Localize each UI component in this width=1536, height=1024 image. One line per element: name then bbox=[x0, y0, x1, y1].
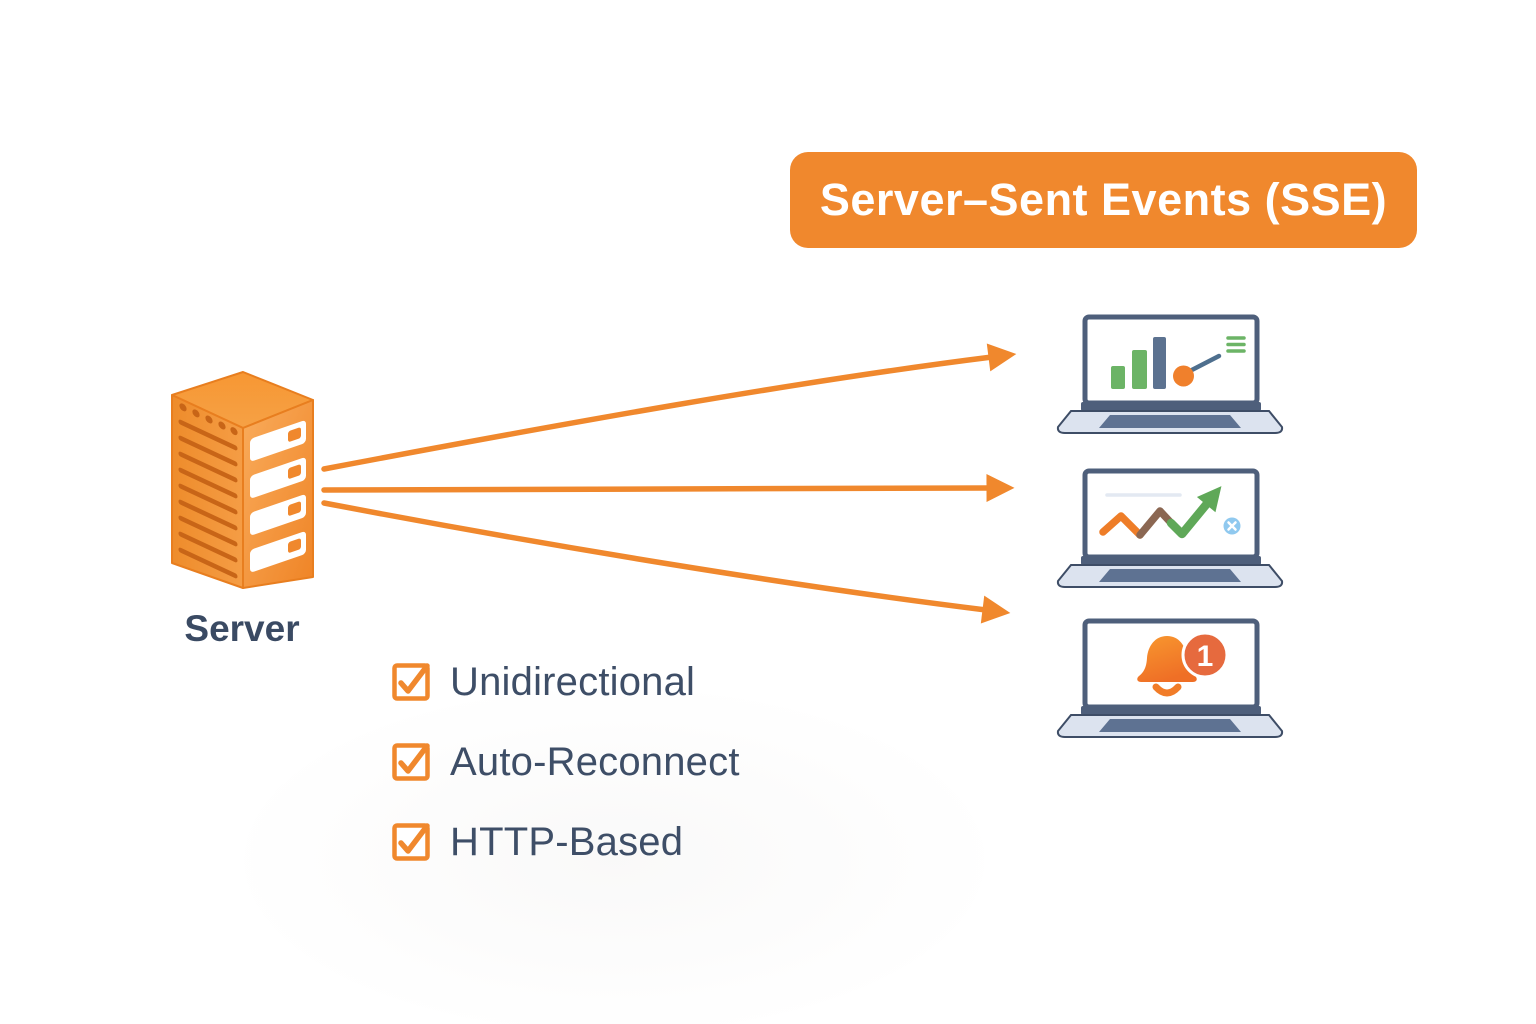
client-laptop-analytics bbox=[1056, 314, 1284, 434]
checked-checkbox-icon bbox=[392, 663, 430, 701]
bar-chart-icon bbox=[1111, 337, 1166, 389]
server-drive-slots bbox=[250, 420, 306, 572]
laptop-keyboard bbox=[1099, 415, 1241, 428]
close-circle-icon bbox=[1223, 517, 1241, 535]
title-banner: Server–Sent Events (SSE) bbox=[790, 152, 1417, 248]
client-laptop-trend bbox=[1056, 468, 1284, 588]
gauge-needle-icon bbox=[1173, 353, 1222, 387]
bell-icon bbox=[1137, 636, 1197, 697]
menu-lines-icon bbox=[1226, 336, 1246, 353]
client-laptop-notifications: 1 bbox=[1056, 618, 1284, 738]
trend-line-icon bbox=[1099, 486, 1222, 539]
title-text: Server–Sent Events (SSE) bbox=[819, 174, 1388, 225]
feature-label: Unidirectional bbox=[450, 659, 696, 704]
laptop-keyboard bbox=[1099, 719, 1241, 732]
feature-item: Auto-Reconnect bbox=[392, 740, 740, 784]
feature-item: Unidirectional bbox=[392, 660, 740, 704]
badge-count: 1 bbox=[1197, 640, 1214, 673]
arrow-to-client-notifications bbox=[321, 500, 1011, 624]
laptop-hinge bbox=[1081, 556, 1261, 565]
laptop-hinge bbox=[1081, 706, 1261, 715]
arrow-to-client-analytics bbox=[321, 343, 1017, 472]
notification-badge: 1 bbox=[1181, 631, 1229, 679]
server-icon bbox=[171, 371, 314, 589]
laptop-keyboard bbox=[1099, 569, 1241, 582]
laptop-screen bbox=[1082, 468, 1260, 560]
checked-checkbox-icon bbox=[392, 743, 430, 781]
laptop-screen bbox=[1082, 314, 1260, 406]
arrow-to-client-trend bbox=[321, 474, 1015, 503]
feature-item: HTTP-Based bbox=[392, 820, 740, 864]
feature-label: HTTP-Based bbox=[450, 819, 684, 864]
checked-checkbox-icon bbox=[392, 823, 430, 861]
laptop-hinge bbox=[1081, 402, 1261, 411]
feature-label: Auto-Reconnect bbox=[450, 739, 740, 784]
arrow-up-icon bbox=[1166, 486, 1222, 539]
server-label: Server bbox=[184, 608, 300, 649]
server-vent-lines bbox=[178, 403, 238, 579]
feature-list: Unidirectional Auto-Reconnect HTTP-Based bbox=[392, 660, 740, 864]
